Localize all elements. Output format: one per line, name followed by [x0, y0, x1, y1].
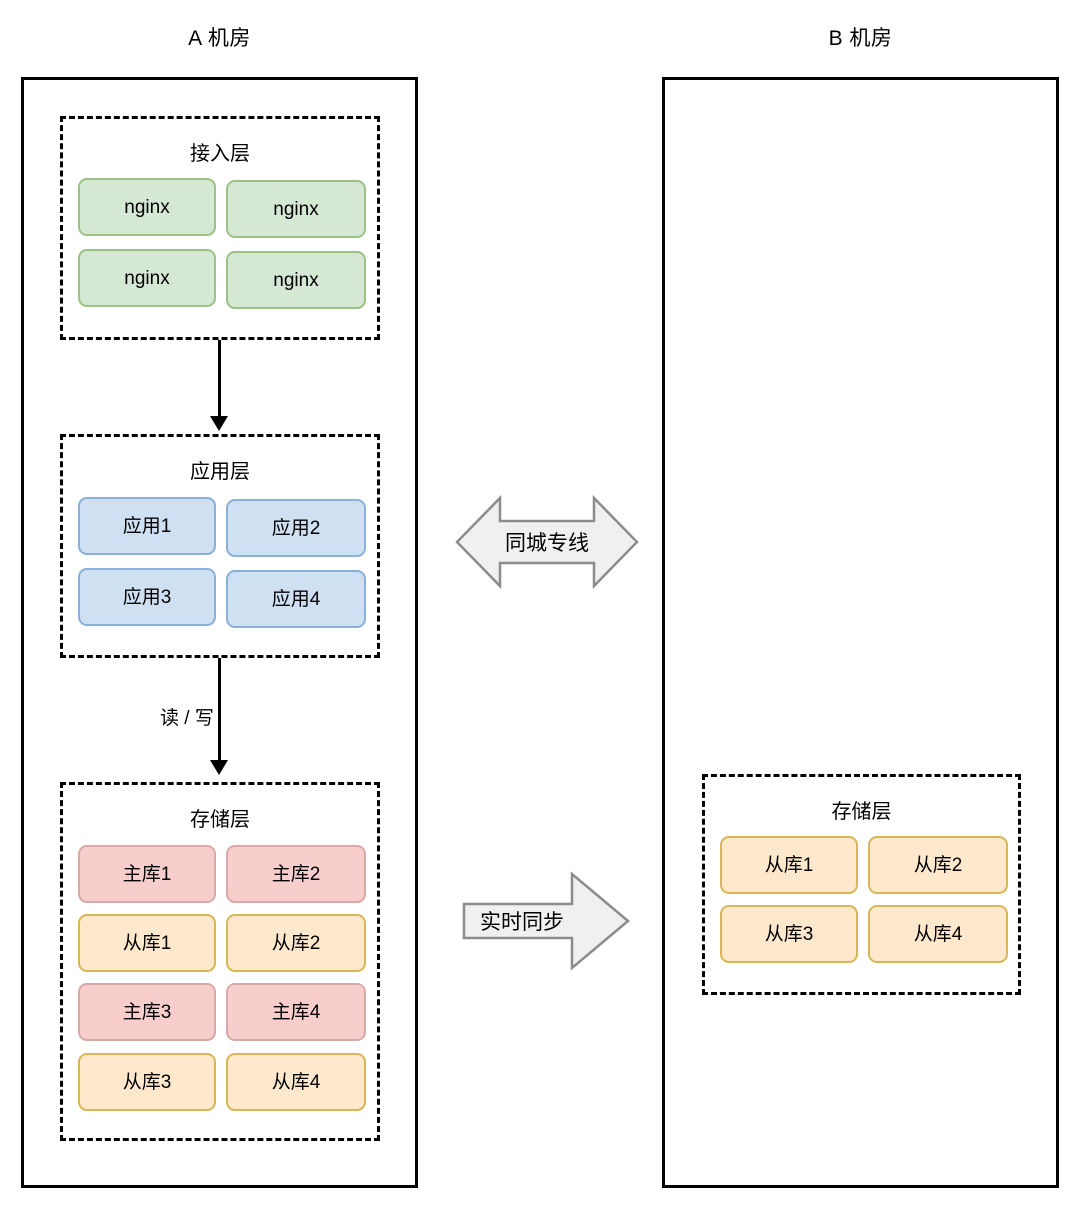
cross-dc-link-arrow: 同城专线 [455, 494, 639, 590]
arrow-access-to-app-line [218, 340, 221, 420]
node-app-1[interactable]: 应用1 [78, 497, 216, 555]
node-nginx-3[interactable]: nginx [78, 249, 216, 307]
node-b-slave-db-2[interactable]: 从库2 [868, 836, 1008, 894]
node-b-slave-db-3[interactable]: 从库3 [720, 905, 858, 963]
node-nginx-1[interactable]: nginx [78, 178, 216, 236]
replication-arrow-shape [462, 871, 630, 971]
node-app-4[interactable]: 应用4 [226, 570, 366, 628]
layer-app-title: 应用层 [190, 461, 250, 483]
node-master-db-4[interactable]: 主库4 [226, 983, 366, 1041]
replication-arrow: 实时同步 [462, 871, 630, 971]
node-slave-db-1[interactable]: 从库1 [78, 914, 216, 972]
node-slave-db-4[interactable]: 从库4 [226, 1053, 366, 1111]
node-nginx-4[interactable]: nginx [226, 251, 366, 309]
layer-app-box: 应用层 [60, 434, 380, 658]
layer-storage-a-box: 存储层 [60, 782, 380, 1141]
node-b-slave-db-4[interactable]: 从库4 [868, 905, 1008, 963]
node-nginx-2[interactable]: nginx [226, 180, 366, 238]
arrow-app-to-storage-line [218, 658, 221, 763]
node-app-3[interactable]: 应用3 [78, 568, 216, 626]
datacenter-a-title: A 机房 [188, 27, 251, 50]
node-b-slave-db-1[interactable]: 从库1 [720, 836, 858, 894]
layer-storage-b-box: 存储层 [702, 774, 1021, 995]
layer-access-title: 接入层 [190, 143, 250, 165]
layer-storage-b-title: 存储层 [831, 801, 892, 823]
layer-storage-a-title: 存储层 [190, 809, 250, 831]
datacenter-b-title: B 机房 [828, 27, 893, 50]
node-slave-db-2[interactable]: 从库2 [226, 914, 366, 972]
arrow-app-to-storage-label: 读 / 写 [157, 703, 217, 730]
arrow-app-to-storage-head [210, 760, 228, 775]
arrow-access-to-app-head [210, 416, 228, 431]
layer-access-box: 接入层 [60, 116, 380, 340]
replication-label: 实时同步 [480, 911, 564, 934]
node-master-db-2[interactable]: 主库2 [226, 845, 366, 903]
datacenter-b-box [662, 77, 1059, 1188]
node-app-2[interactable]: 应用2 [226, 499, 366, 557]
cross-dc-link-label: 同城专线 [505, 532, 589, 555]
node-master-db-3[interactable]: 主库3 [78, 983, 216, 1041]
node-slave-db-3[interactable]: 从库3 [78, 1053, 216, 1111]
cross-dc-link-arrow-shape [455, 494, 639, 590]
node-master-db-1[interactable]: 主库1 [78, 845, 216, 903]
